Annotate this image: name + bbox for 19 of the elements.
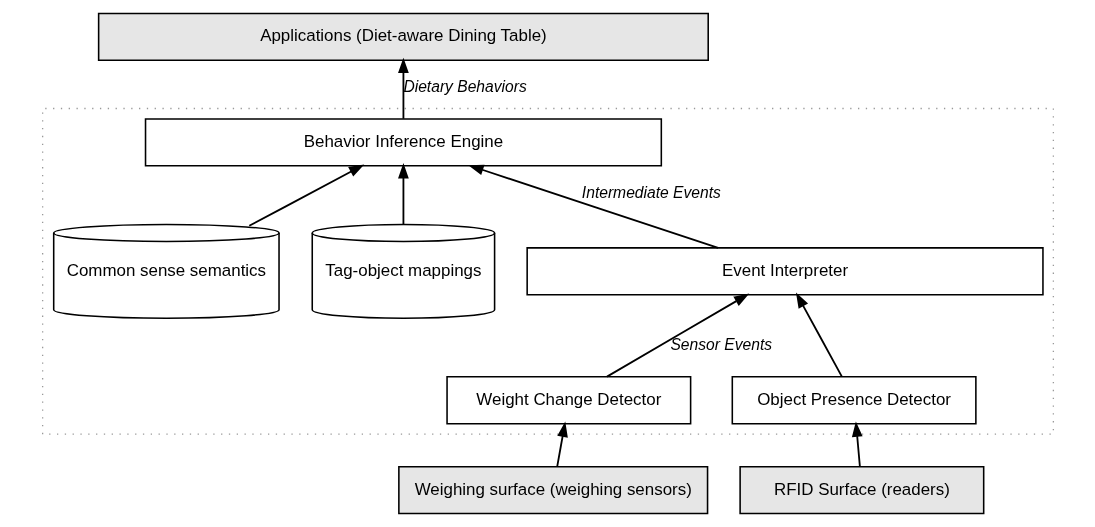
node-box: RFID Surface (readers): [738, 465, 984, 515]
arrow: [795, 292, 843, 378]
node-box: Weighing surface (weighing sensors): [397, 465, 708, 515]
node-box: Applications (Diet-aware Dining Table): [97, 12, 709, 62]
edge-label: Sensor Events: [669, 336, 772, 354]
node-box: Object Presence Detector: [731, 376, 977, 425]
arrow: [397, 57, 409, 120]
edge-label: Dietary Behaviors: [402, 78, 527, 96]
arrow: [467, 164, 719, 249]
node-box: Behavior Inference Engine: [144, 118, 662, 167]
node-box: Event Interpreter: [525, 247, 1044, 296]
arrow: [555, 421, 568, 468]
arrow: [397, 163, 409, 226]
edge-label: Intermediate Events: [581, 183, 721, 201]
cluster: [41, 107, 1054, 435]
node-box: Weight Change Detector: [445, 376, 691, 425]
arrow: [851, 421, 863, 468]
arrow: [247, 164, 364, 227]
arrow: [605, 293, 749, 378]
